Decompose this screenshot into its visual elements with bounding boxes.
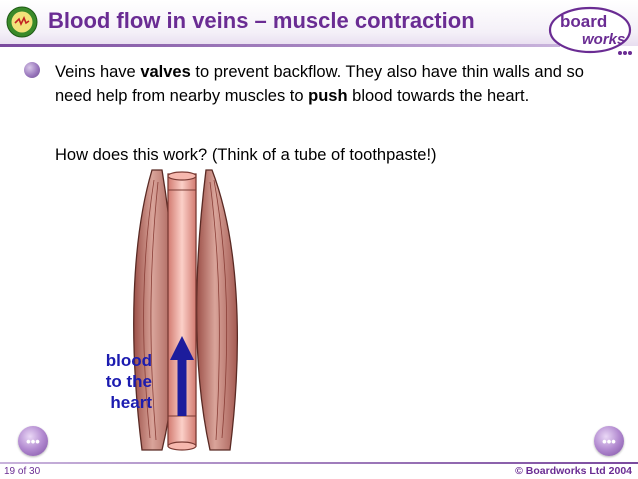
next-slide-button[interactable]: ••• [594,426,624,456]
logo-text-board: board [560,12,607,31]
logo-text-works: works [582,31,625,48]
bullet-point [24,62,40,78]
copyright-notice: © Boardworks Ltd 2004 [515,465,632,477]
previous-dots-icon: ••• [26,434,40,449]
slide-counter: 19 of 30 [4,466,40,477]
intro-paragraph: Veins have valves to prevent backflow. T… [55,60,620,108]
footer-divider [0,462,638,464]
blood-label-line-2: to the [86,371,152,392]
blood-label-line-1: blood [86,350,152,371]
intro-text-3: blood towards the heart. [348,87,530,105]
intro-keyword-valves: valves [140,63,190,81]
question-text: How does this work? (Think of a tube of … [55,146,437,165]
vein-bottom-opening [168,442,196,450]
intro-keyword-push: push [308,87,347,105]
biology-topic-icon [6,6,38,38]
right-muscle [197,170,238,450]
previous-slide-button[interactable]: ••• [18,426,48,456]
next-dots-icon: ••• [602,434,616,449]
blood-label-line-3: heart [86,392,152,413]
boardworks-logo: board works [548,4,632,60]
vein-top-opening [168,172,196,180]
slide-title: Blood flow in veins – muscle contraction [48,8,475,34]
header-divider [0,44,560,47]
blood-direction-label: blood to the heart [86,350,152,413]
intro-text-1: Veins have [55,63,140,81]
